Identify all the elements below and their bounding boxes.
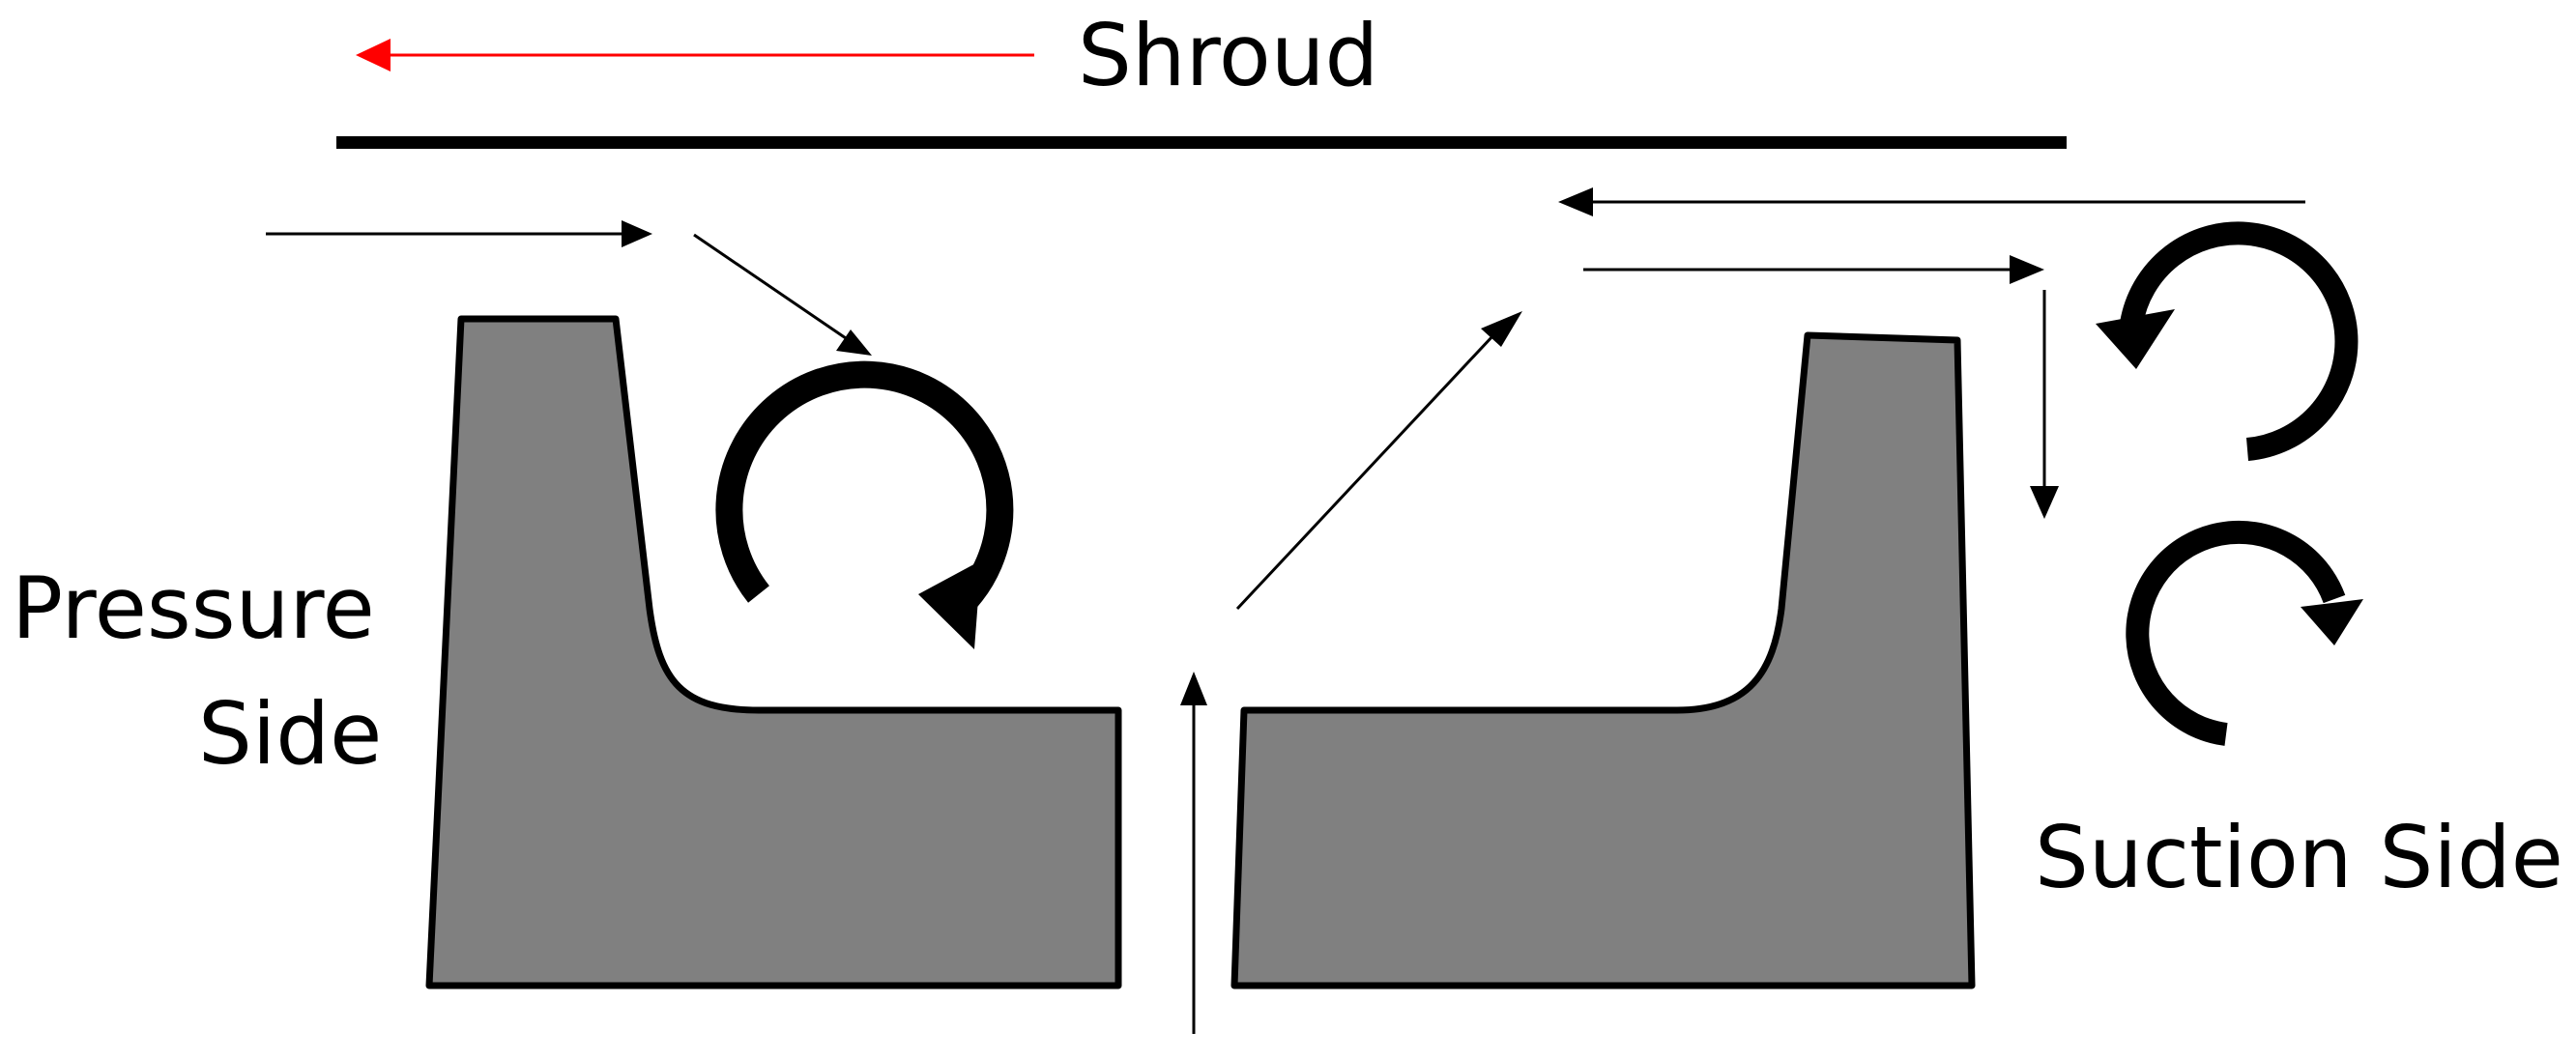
arrow-down-icon [2030,290,2059,519]
arrow-left-icon [1558,187,2305,216]
pressure-side-blade [425,315,1122,989]
suction-side-blade [1230,331,1976,989]
shroud-wall [336,136,2067,149]
arrow-up-icon [1180,672,1207,1034]
suction-side-label: Suction Side [2035,808,2563,907]
pressure-side-label-line1: Pressure [12,559,375,658]
arrow-diagonal-down-icon [693,233,872,356]
arrow-right-icon [266,220,652,247]
arrow-right-icon [1583,255,2044,284]
shroud-direction-arrow-icon [356,39,1034,72]
circular-arrow-icon [715,360,1014,649]
circular-arrow-icon [2126,520,2363,746]
pressure-side-label-line2: Side [198,684,382,784]
shroud-label: Shroud [1078,6,1378,105]
arrow-diagonal-up-icon [1235,311,1522,611]
circular-arrow-icon [2096,221,2359,461]
